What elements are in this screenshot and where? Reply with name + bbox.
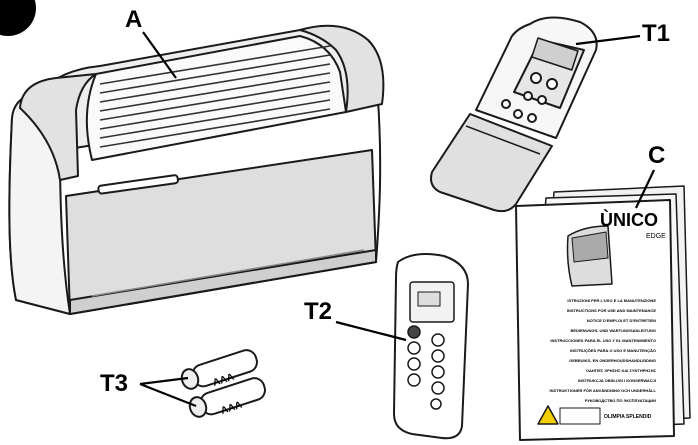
- label-t2: T2: [304, 300, 332, 324]
- manual-language-line: GEBRUIKS- EN ONDERHOUDSHANDLEIDING: [569, 358, 656, 363]
- leader-line-t3a: [140, 378, 188, 384]
- manual-language-line: ΟΔΗΓΙΕΣ ΧΡΗΣΗΣ ΚΑΙ ΣΥΝΤΗΡΗΣΗΣ: [586, 368, 657, 373]
- manual-model: EDGE: [646, 233, 666, 240]
- manual-language-line: ISTRUZIONI PER L'USO E LA MANUTENZIONE: [567, 298, 656, 303]
- air-conditioner-unit: [9, 26, 383, 314]
- label-c: C: [648, 144, 665, 168]
- manual-language-line: INSTRUCCIONES PARA EL USO Y EL MANTENIMI…: [550, 338, 656, 343]
- manual-language-line: РУКОВОДСТВО ПО ЭКСПЛУАТАЦИИ: [585, 398, 656, 403]
- remote-holder-t1: [431, 17, 597, 211]
- manual-brand: ÙNICO: [600, 209, 658, 230]
- manual-language-line: BEDIENUNGS- UND WARTUNGSANLEITUNG: [570, 328, 656, 333]
- label-t3: T3: [100, 372, 128, 396]
- manual-language-line: INSTRUCTIONS FOR USE AND MAINTENANCE: [567, 308, 657, 313]
- manual-language-line: INSTRUÇÕES PARA O USO E MANUTENÇÃO: [570, 348, 656, 353]
- manual-footer-brand: OLIMPIA SPLENDID: [604, 414, 652, 420]
- label-t1: T1: [642, 22, 670, 46]
- manual-language-line: INSTRUKTIONER FÖR ANVÄNDNING OCH UNDERHÅ…: [549, 388, 656, 393]
- remote-control-t2: [394, 254, 468, 438]
- manual-language-line: NOTICE D'EMPLOI ET D'ENTRETIEN: [587, 318, 656, 323]
- manual-language-line: INSTRUKCJA OBSŁUGI I KONSERWACJI: [578, 378, 656, 383]
- label-a: A: [125, 8, 142, 32]
- step-marker: [0, 0, 36, 36]
